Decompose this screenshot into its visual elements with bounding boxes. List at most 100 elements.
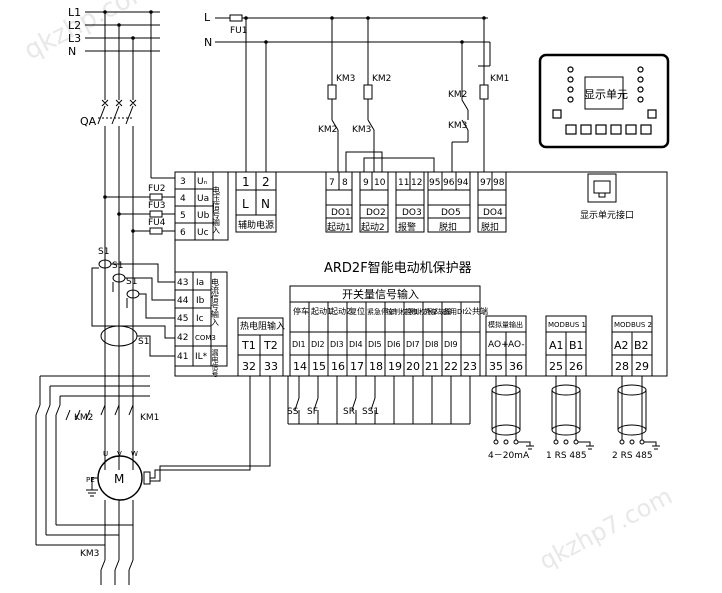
thermal-term-32: 32: [242, 360, 256, 373]
contactor-circuits: KM3 KM2 KM2 KM3 KM2 KM3 KM1: [318, 16, 509, 172]
do4-term-b: 98: [493, 178, 505, 188]
sw-sig-7: DI7: [406, 340, 420, 349]
do1-desc: 起动1: [327, 222, 351, 233]
cterm-44: 44: [177, 296, 189, 306]
label-l1: L1: [68, 6, 81, 19]
switch-ss1: SS1: [362, 407, 379, 417]
sw-term-21: 21: [425, 360, 439, 373]
sw-term-19: 19: [388, 360, 402, 373]
motor: M PE U V W: [36, 376, 271, 560]
supply-lines: L1 L2 L3 N: [68, 6, 178, 179]
aux-term-2: 2: [262, 175, 270, 189]
thermal-sig-t1: T1: [241, 339, 256, 352]
current-label: 电流信号输入: [211, 277, 220, 326]
sw-sig-9: DI9: [444, 340, 458, 349]
motor-v: V: [117, 450, 122, 458]
sw-term-17: 17: [350, 360, 364, 373]
device-title: ARD2F智能电动机保护器: [324, 261, 472, 276]
contact-km2-right: KM2: [448, 90, 467, 100]
modbus2-label: MODBUS 2: [614, 321, 652, 329]
do2-name: DO2: [366, 208, 386, 218]
sw-name-2: 起动1: [311, 306, 332, 316]
do2-term-a: 9: [363, 178, 369, 188]
modbus1-term-25: 25: [549, 360, 563, 373]
modbus2-block: MODBUS 2 A2 B2 28 29: [611, 315, 653, 377]
sw-term-16: 16: [331, 360, 345, 373]
switch-ss: SS: [287, 407, 299, 417]
analog-sig-minus: AO-: [508, 340, 525, 350]
thermal-input-block: 热电阻输入 T1 T2 32 33: [237, 317, 285, 377]
do2-desc: 起动2: [361, 222, 385, 233]
km3-main: KM3: [80, 549, 99, 559]
switch-block-title: 开关量信号输入: [342, 287, 419, 301]
vterm-5: 5: [180, 211, 186, 221]
sw-name-3: 起动2: [330, 306, 351, 316]
km2-main: KM2: [74, 413, 93, 423]
label-l3: L3: [68, 32, 81, 45]
coil-km1: KM1: [490, 74, 509, 84]
aux-n-label: N: [204, 36, 212, 49]
display-port-label: 显示单元接口: [580, 209, 634, 221]
analog-label: 模拟量输出: [488, 320, 523, 329]
cterm-43: 43: [177, 278, 188, 288]
km3-contacts: KM3: [80, 549, 134, 585]
watermark-bottom: qkzhp7.com: [535, 482, 677, 575]
cterm-42: 42: [177, 333, 188, 343]
display-unit: 显示单元 显示单元接口: [538, 53, 670, 221]
sw-name-7: 控制权限2: [405, 307, 437, 316]
vterm-3: 3: [180, 177, 186, 187]
main-contactors: KM2 KM1: [35, 375, 159, 545]
do3-desc: 报警: [398, 221, 416, 233]
fuse-fu3: FU3: [148, 201, 166, 211]
aux-sig-n: N: [261, 197, 270, 211]
breaker-qa: QA: [80, 99, 137, 470]
modbus2-sig-b2: B2: [634, 339, 649, 352]
do1-term-b: 8: [342, 178, 348, 188]
coil-km3: KM3: [336, 74, 355, 84]
csig-ic: Ic: [196, 314, 204, 324]
sw-sig-5: DI5: [368, 340, 382, 349]
vsig-ub: Ub: [197, 211, 210, 221]
contact-km2: KM2: [318, 125, 337, 135]
vsig-ua: Ua: [197, 194, 209, 204]
leak-label: 漏电信号: [211, 348, 219, 378]
label-n: N: [68, 45, 76, 58]
sw-name-8: 外部故障: [424, 307, 452, 316]
switch-wiring: SS SF SR SS1: [287, 376, 471, 425]
watermark-top: qkzhp.com: [19, 0, 158, 66]
fuse-fu4: FU4: [148, 218, 166, 228]
do5-term-b: 96: [443, 178, 455, 188]
sw-sig-2: DI2: [311, 340, 325, 349]
switch-sf: SF: [307, 407, 318, 417]
vsig-uc: Uc: [197, 228, 209, 238]
vterm-4: 4: [180, 194, 186, 204]
do5-name: DO5: [441, 208, 461, 218]
do4-desc: 脱扣: [481, 221, 499, 233]
sw-name-6: 控制权限1: [386, 307, 418, 316]
ct-s1-a: S1: [98, 247, 109, 257]
do4-term-a: 97: [480, 178, 491, 188]
coil-km2: KM2: [372, 74, 391, 84]
analog-cable-label: 4－20mA: [488, 451, 530, 461]
sw-term-20: 20: [406, 360, 420, 373]
sw-sig-3: DI3: [330, 340, 344, 349]
cterm-41: 41: [177, 352, 188, 362]
csig-il: IL*: [195, 352, 208, 362]
sw-name-4: 复位: [349, 306, 365, 316]
modbus1-sig-b1: B1: [569, 339, 584, 352]
do4-name: DO4: [483, 208, 503, 218]
vsig-un: Uₙ: [197, 177, 208, 187]
do5-term-a: 95: [429, 178, 440, 188]
display-unit-title: 显示单元: [584, 88, 628, 101]
do3-name: DO3: [402, 208, 422, 218]
sw-sig-1: DI1: [292, 340, 306, 349]
sw-term-18: 18: [369, 360, 383, 373]
sw-sig-6: DI6: [387, 340, 401, 349]
breaker-label: QA: [80, 115, 97, 128]
switch-input-block: 开关量信号输入 停车 起动1 起动2 复位 紧急停车 控制权限1 控制权限2 外…: [289, 285, 488, 377]
analog-term-36: 36: [509, 360, 523, 373]
sw-name-5: 紧急停车: [367, 307, 395, 316]
modbus1-cable-label: 1 RS 485: [546, 451, 587, 461]
thermal-label: 热电阻输入: [240, 320, 285, 332]
